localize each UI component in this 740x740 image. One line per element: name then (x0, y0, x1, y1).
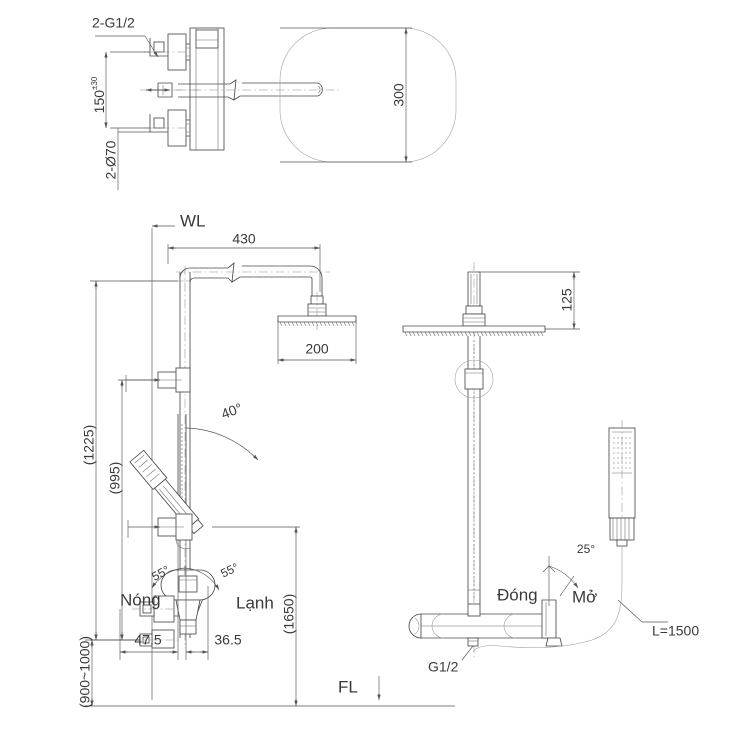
angle-55-right-label: 55° (218, 560, 241, 580)
dim-995-label: (995) (107, 462, 123, 495)
dim-offset-right (185, 540, 209, 660)
dim-diverter-angle (542, 556, 579, 606)
dim-offset-left (119, 540, 179, 660)
top-mixer-body (189, 27, 225, 151)
dim-200-label: 200 (305, 341, 329, 357)
side-head-connector (462, 305, 486, 327)
front-shower-head (277, 315, 357, 327)
dim-head-thickness (478, 271, 580, 330)
side-mixer-body (408, 599, 563, 647)
thread-label: 2-G1/2 (92, 15, 135, 31)
front-head-connector (307, 292, 327, 330)
hot-label: Nóng (120, 590, 161, 609)
front-upper-bracket (125, 367, 191, 393)
hose-length-leader (617, 599, 668, 623)
dim-300-label: 300 (391, 83, 407, 107)
closed-label: Đóng (497, 585, 538, 604)
dim-head-width (277, 320, 357, 364)
hose-length-label: L=1500 (652, 623, 699, 639)
dim-arm-reach (167, 244, 321, 292)
dim-1650-label: (1650) (281, 594, 297, 634)
dim-plate-height (280, 27, 412, 163)
top-shower-head-outline (279, 27, 457, 163)
holes-label: 2-Ø70 (103, 140, 119, 179)
side-elevation-view: 125 (402, 262, 699, 675)
dim-900-1000-label: (900~1000) (77, 636, 93, 708)
dim-head-above-floor (212, 526, 300, 707)
inlet-thread-leader (461, 645, 474, 661)
side-bracket-ring (454, 359, 494, 399)
side-shower-head (402, 325, 546, 337)
shower-hose (472, 546, 623, 653)
dim-1225-label: (1225) (81, 425, 97, 465)
side-handset (608, 420, 636, 547)
front-mixer-body (132, 569, 216, 649)
dim-430-label: 430 (232, 231, 256, 247)
dim-150-label: 150±30 (90, 76, 107, 113)
open-label: Mở (572, 587, 597, 606)
dim-125-label: 125 (559, 288, 575, 312)
top-spout-flange (140, 82, 200, 98)
dim-36-5-label: 36.5 (214, 632, 241, 648)
front-elevation-view: WL FL (77, 211, 455, 708)
angle-40-label: 40° (219, 400, 244, 422)
cold-label: Lạnh (236, 593, 274, 612)
front-shower-arm (176, 262, 330, 296)
inlet-thread-label: G1/2 (428, 659, 459, 675)
front-lower-bracket (127, 513, 193, 550)
fl-label: FL (338, 677, 358, 696)
dim-mounting-centers (104, 51, 150, 129)
dim-mixer-floor-height (85, 639, 140, 707)
angle-25-label: 25° (577, 542, 595, 556)
dim-handset-angle (185, 424, 259, 461)
thread-leader (95, 35, 159, 58)
dim-47-5-label: 47.5 (134, 632, 161, 648)
wl-label: WL (180, 211, 206, 230)
dim-cover-plate (117, 128, 150, 190)
dim-lever-angles (151, 566, 220, 591)
top-view: 150±30 2-Ø70 2-G1/2 300 (90, 15, 457, 190)
